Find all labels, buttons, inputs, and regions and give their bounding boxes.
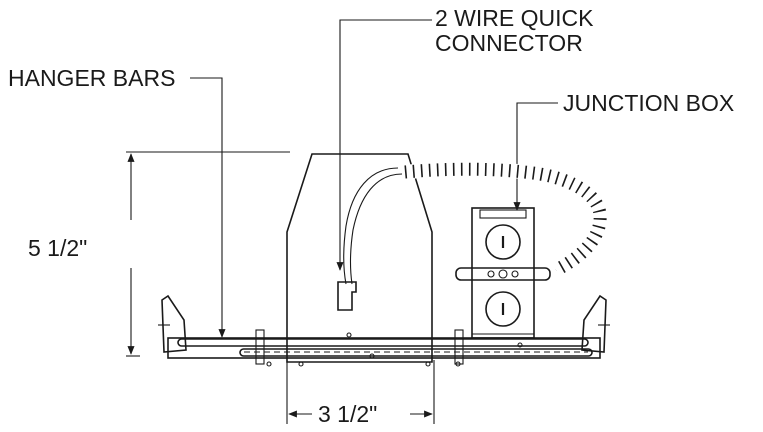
hanger-bar <box>239 348 593 357</box>
hanger-bar <box>177 338 589 347</box>
hanger-bars-leader <box>190 77 226 338</box>
height-dimension <box>126 151 290 357</box>
connector-leader <box>336 19 432 271</box>
mounting-strap <box>455 267 551 281</box>
hanger-bar-assembly <box>177 329 593 367</box>
connector-label-line2: CONNECTOR <box>435 30 583 56</box>
quick-connector <box>337 281 357 311</box>
junction-box-label: JUNCTION BOX <box>563 90 734 116</box>
connector-label-line1: 2 WIRE QUICK <box>435 5 594 31</box>
hanger-bars-label: HANGER BARS <box>8 65 175 91</box>
knockout-upper <box>485 224 521 260</box>
height-dimension-label: 5 1/2" <box>28 235 87 261</box>
flex-conduit <box>404 161 608 277</box>
wire-pigtail <box>343 167 403 285</box>
junction-box <box>455 207 551 339</box>
knockout-lower <box>485 291 521 327</box>
width-dimension-label: 3 1/2" <box>318 401 377 427</box>
width-dimension <box>286 360 435 424</box>
housing-can <box>286 153 433 363</box>
junction-box-leader <box>513 102 558 211</box>
